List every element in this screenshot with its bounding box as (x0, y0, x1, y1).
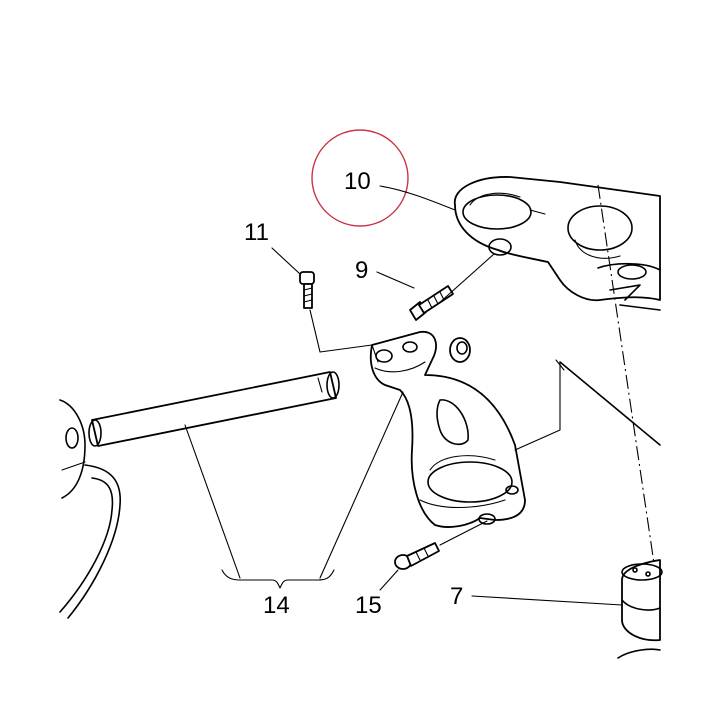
steering-axis-line (597, 184, 656, 571)
callout-10: 10 (344, 168, 371, 195)
right-edge-part (559, 361, 661, 446)
highlight-circle (311, 129, 409, 227)
callout-15: 15 (355, 592, 382, 619)
clamp-screw-15 (394, 542, 440, 570)
handlebar-tube (88, 371, 340, 447)
steering-head-nut-7 (617, 559, 663, 659)
callout-14: 14 (263, 592, 290, 619)
callout-11: 11 (244, 219, 269, 246)
upper-triple-clamp (454, 176, 661, 311)
callout-9: 9 (355, 257, 368, 284)
fork-tube-partial (59, 399, 121, 619)
clamp-cap (449, 337, 471, 363)
cap-screw-9 (409, 285, 454, 321)
leader-lines (184, 185, 623, 606)
clip-on-clamp (369, 331, 526, 528)
small-screw-11 (299, 271, 315, 309)
callout-7: 7 (450, 583, 463, 610)
